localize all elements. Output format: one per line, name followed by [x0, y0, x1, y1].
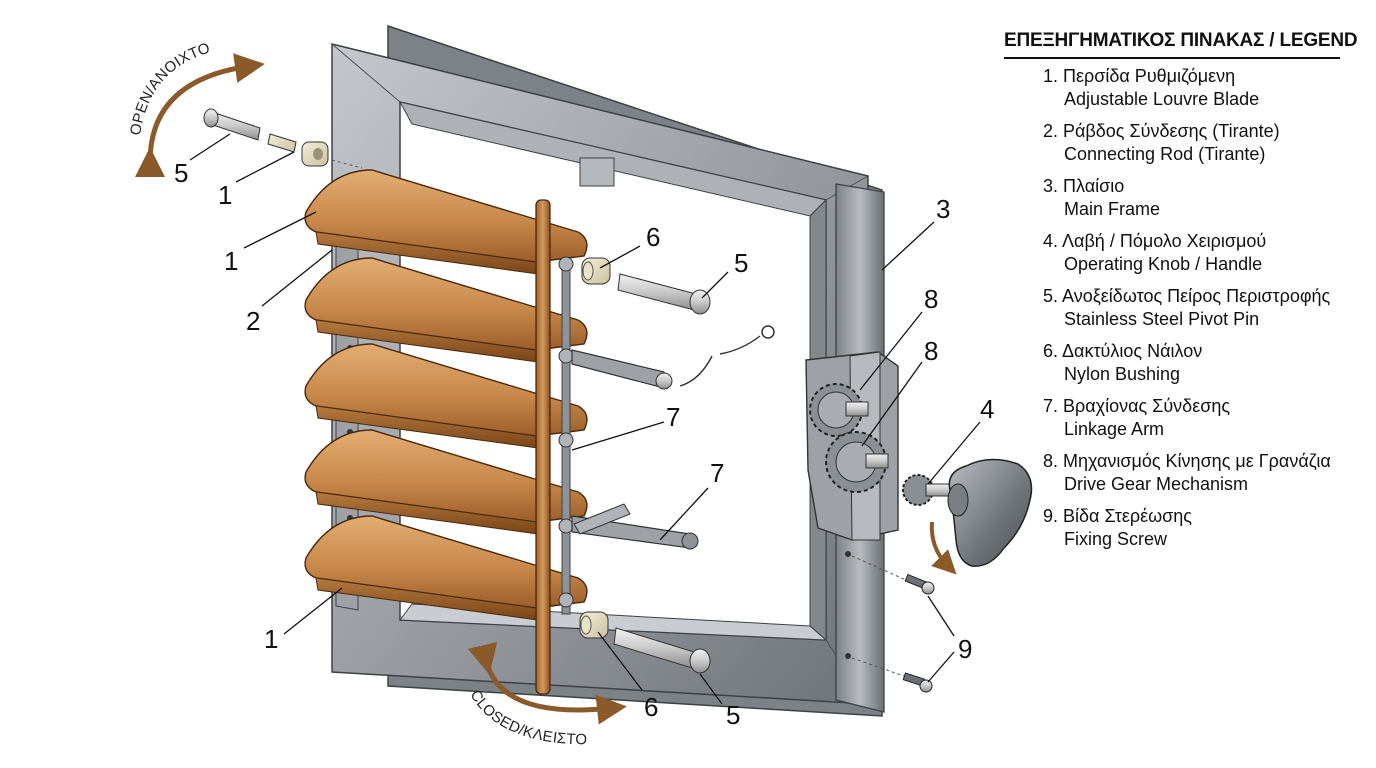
louvre-blade — [304, 257, 588, 363]
legend-item-greek: 1. Περσίδα Ρυθμιζόμενη — [1043, 66, 1236, 86]
open-label: OPEN/ΑΝΟΙΧΤΟ — [127, 40, 212, 137]
bushing-top-left-b — [301, 141, 329, 167]
bushing-lower-right — [579, 611, 609, 639]
legend-item: 2. Ράβδος Σύνδεσης (Tirante) Connecting R… — [1043, 120, 1344, 166]
callout-frame: 3 — [936, 194, 950, 224]
louvre-blades — [304, 169, 588, 621]
legend-item-english: Stainless Steel Pivot Pin — [1064, 309, 1260, 329]
pivot-pin-upper-right — [617, 273, 711, 315]
callout-arm-low: 7 — [710, 458, 724, 488]
legend-divider — [1004, 57, 1340, 59]
drive-gear-mechanism — [805, 351, 951, 541]
legend-item-english: Drive Gear Mechanism — [1064, 474, 1249, 494]
fixing-screw — [902, 672, 933, 693]
legend-item-greek: 8. Μηχανισμός Κίνησης με Γρανάζια — [1043, 451, 1331, 471]
legend-item-greek: 4. Λαβή / Πόμολο Χειρισμού — [1043, 231, 1267, 251]
legend-panel: ΕΠΕΞΗΓΗΜΑΤΙΚΟΣ ΠΙΝΑΚΑΣ / LEGEND 1. Περσί… — [1004, 30, 1358, 560]
legend-item-greek: 7. Βραχίονας Σύνδεσης — [1043, 396, 1231, 416]
pivot-pin-lower-right — [613, 627, 711, 674]
callout-blade-top: 1 — [224, 246, 238, 276]
legend-item-english: Connecting Rod (Tirante) — [1064, 144, 1266, 164]
legend-title: ΕΠΕΞΗΓΗΜΑΤΙΚΟΣ ΠΙΝΑΚΑΣ / LEGEND — [1004, 30, 1358, 51]
legend-item-greek: 2. Ράβδος Σύνδεσης (Tirante) — [1043, 121, 1280, 141]
louvre-blade — [304, 343, 588, 449]
legend-item-greek: 5. Ανοξείδωτος Πείρος Περιστροφής — [1043, 286, 1331, 306]
bushing-upper-right — [581, 257, 611, 285]
legend-item-greek: 3. Πλαίσιο — [1043, 176, 1125, 196]
pivot-axis-top-left — [331, 159, 363, 169]
callout-pin-top: 5 — [174, 158, 188, 188]
callout-pin-upper: 5 — [734, 248, 748, 278]
connecting-rod — [535, 199, 551, 695]
callout-screws: 9 — [958, 634, 972, 664]
louvre-blade — [304, 169, 588, 275]
bushing-top-left — [267, 133, 297, 153]
operating-knob — [929, 458, 1033, 575]
louvre-blade — [304, 429, 588, 535]
fixing-screws — [851, 555, 935, 693]
callout-pin-lower: 5 — [726, 700, 740, 730]
legend-item-english: Adjustable Louvre Blade — [1064, 89, 1260, 109]
louvre-blade — [304, 515, 588, 621]
legend-item-greek: 9. Βίδα Στερέωσης — [1043, 506, 1192, 526]
callout-bushing-lower: 6 — [644, 692, 658, 722]
callout-bushing-top: 1 — [218, 180, 232, 210]
legend-item-english: Fixing Screw — [1064, 529, 1168, 549]
callout-knob: 4 — [980, 394, 994, 424]
callout-rod: 2 — [246, 306, 260, 336]
callout-bushing-upper: 6 — [646, 222, 660, 252]
legend-item-greek: 6. Δακτύλιος Νάιλον — [1043, 341, 1203, 361]
callout-blade-bottom: 1 — [264, 624, 278, 654]
fixing-screw — [904, 573, 935, 595]
open-rotation-arrow: OPEN/ΑΝΟΙΧΤΟ — [127, 40, 265, 178]
callout-gear-a: 8 — [924, 284, 938, 314]
legend-item-english: Nylon Bushing — [1064, 364, 1181, 384]
callout-arm-mid: 7 — [666, 402, 680, 432]
pivot-pin-top-left — [203, 108, 261, 141]
legend-item-english: Operating Knob / Handle — [1064, 254, 1263, 274]
callout-numbers: 5 1 1 2 1 6 5 3 8 8 4 7 7 9 6 5 — [174, 158, 994, 730]
legend-item-english: Main Frame — [1064, 199, 1161, 219]
legend-item-english: Linkage Arm — [1064, 419, 1165, 439]
leader-lines — [189, 133, 981, 705]
callout-gear-b: 8 — [924, 336, 938, 366]
